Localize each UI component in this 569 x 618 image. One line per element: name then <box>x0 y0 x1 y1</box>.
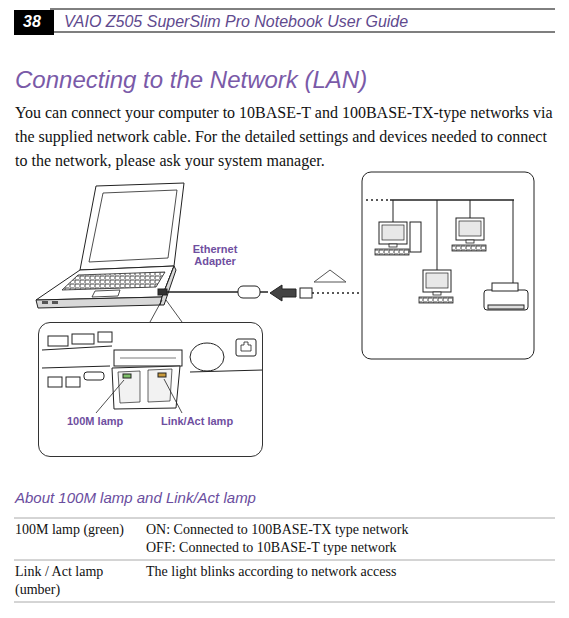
port-closeup-part <box>48 377 62 387</box>
header-rules <box>14 9 555 32</box>
page-number-box: 38 <box>14 10 54 35</box>
port-closeup-part <box>98 332 112 342</box>
lamp-label: 100M lamp <box>67 415 123 428</box>
port-closeup-part <box>190 343 224 371</box>
network-panel-part <box>410 222 421 252</box>
port-closeup-part <box>72 334 94 344</box>
laptop-part <box>52 301 58 304</box>
network-panel-part <box>393 200 394 222</box>
network-panel-part <box>437 200 438 270</box>
table-cell: OFF: Connected to 10BASE-T type network <box>146 539 397 556</box>
table-rules <box>14 518 555 602</box>
network-panel-part <box>419 270 453 303</box>
section-heading: About 100M lamp and Link/Act lamp <box>15 489 256 507</box>
network-panel <box>362 172 534 359</box>
laptop-part <box>160 266 176 305</box>
port-closeup-part <box>118 371 140 403</box>
port-closeup-part <box>123 374 131 378</box>
network-cable-part <box>300 288 312 298</box>
laptop-part <box>62 272 165 290</box>
laptop <box>36 183 184 308</box>
lamp-leaders-part <box>96 380 124 413</box>
lamp-label: Link/Act lamp <box>161 415 233 428</box>
network-cable-part <box>167 291 238 293</box>
table-cell: 100M lamp (green) <box>15 521 127 539</box>
table-rules-part <box>14 602 555 603</box>
network-cable <box>158 270 360 301</box>
port-closeup-part <box>148 369 172 402</box>
port-closeup <box>42 332 263 409</box>
page-title: Connecting to the Network (LAN) <box>15 66 367 94</box>
closeup-inset: 100M lamp Link/Act lamp <box>38 322 263 457</box>
network-cable-part <box>158 289 167 295</box>
network-cable-part <box>270 285 296 301</box>
network-panel-part <box>362 172 534 359</box>
network-cable-part <box>314 270 346 282</box>
laptop-part <box>80 183 184 270</box>
header-rules-part <box>14 31 555 32</box>
laptop-part <box>89 190 177 262</box>
laptop-part <box>42 301 48 304</box>
laptop-part <box>36 297 162 308</box>
port-closeup-part <box>84 372 104 380</box>
port-closeup-part <box>236 339 256 356</box>
port-closeup-part <box>42 366 110 368</box>
port-closeup-part <box>48 336 68 346</box>
header-rules-part <box>50 9 555 10</box>
lamp-leaders-part <box>164 379 182 413</box>
port-closeup-part <box>66 377 80 387</box>
network-panel-part <box>375 222 409 255</box>
network-panel-part <box>390 199 514 201</box>
lamp-leaders <box>96 379 182 413</box>
network-panel-part <box>492 283 518 291</box>
network-panel-part <box>470 200 471 218</box>
network-panel-part <box>484 290 528 310</box>
laptop-part <box>36 266 174 300</box>
table-rules-part <box>14 518 555 519</box>
inset-leaders-part <box>166 300 182 322</box>
network-cable-part <box>260 291 268 293</box>
port-closeup-part <box>190 370 263 372</box>
port-closeup-part <box>120 358 176 359</box>
network-panel-part <box>366 199 390 201</box>
page-number: 38 <box>14 12 50 31</box>
port-closeup-part <box>114 350 182 366</box>
network-panel-part <box>488 305 524 309</box>
port-closeup-part <box>112 366 180 409</box>
laptop-part <box>92 290 120 297</box>
network-cable-part <box>312 292 360 294</box>
inset-leaders <box>150 300 182 322</box>
port-closeup-part <box>158 373 166 377</box>
table-cell: The light blinks according to network ac… <box>146 563 396 580</box>
body-paragraph: You can connect your computer to 10BASE-… <box>15 101 563 173</box>
table-cell: Link / Act lamp (umber) <box>15 563 127 599</box>
running-header: VAIO Z505 SuperSlim Pro Notebook User Gu… <box>64 12 408 31</box>
table-cell: ON: Connected to 100BASE-TX type network <box>146 521 408 538</box>
port-closeup-part <box>241 342 251 351</box>
network-panel-part <box>513 200 514 288</box>
part-label: Ethernet Adapter <box>184 243 246 267</box>
table-rules-part <box>14 560 555 561</box>
network-panel-part <box>452 218 486 251</box>
port-closeup-part <box>42 346 112 350</box>
network-cable-part <box>238 286 260 298</box>
inset-leaders-part <box>150 300 162 322</box>
